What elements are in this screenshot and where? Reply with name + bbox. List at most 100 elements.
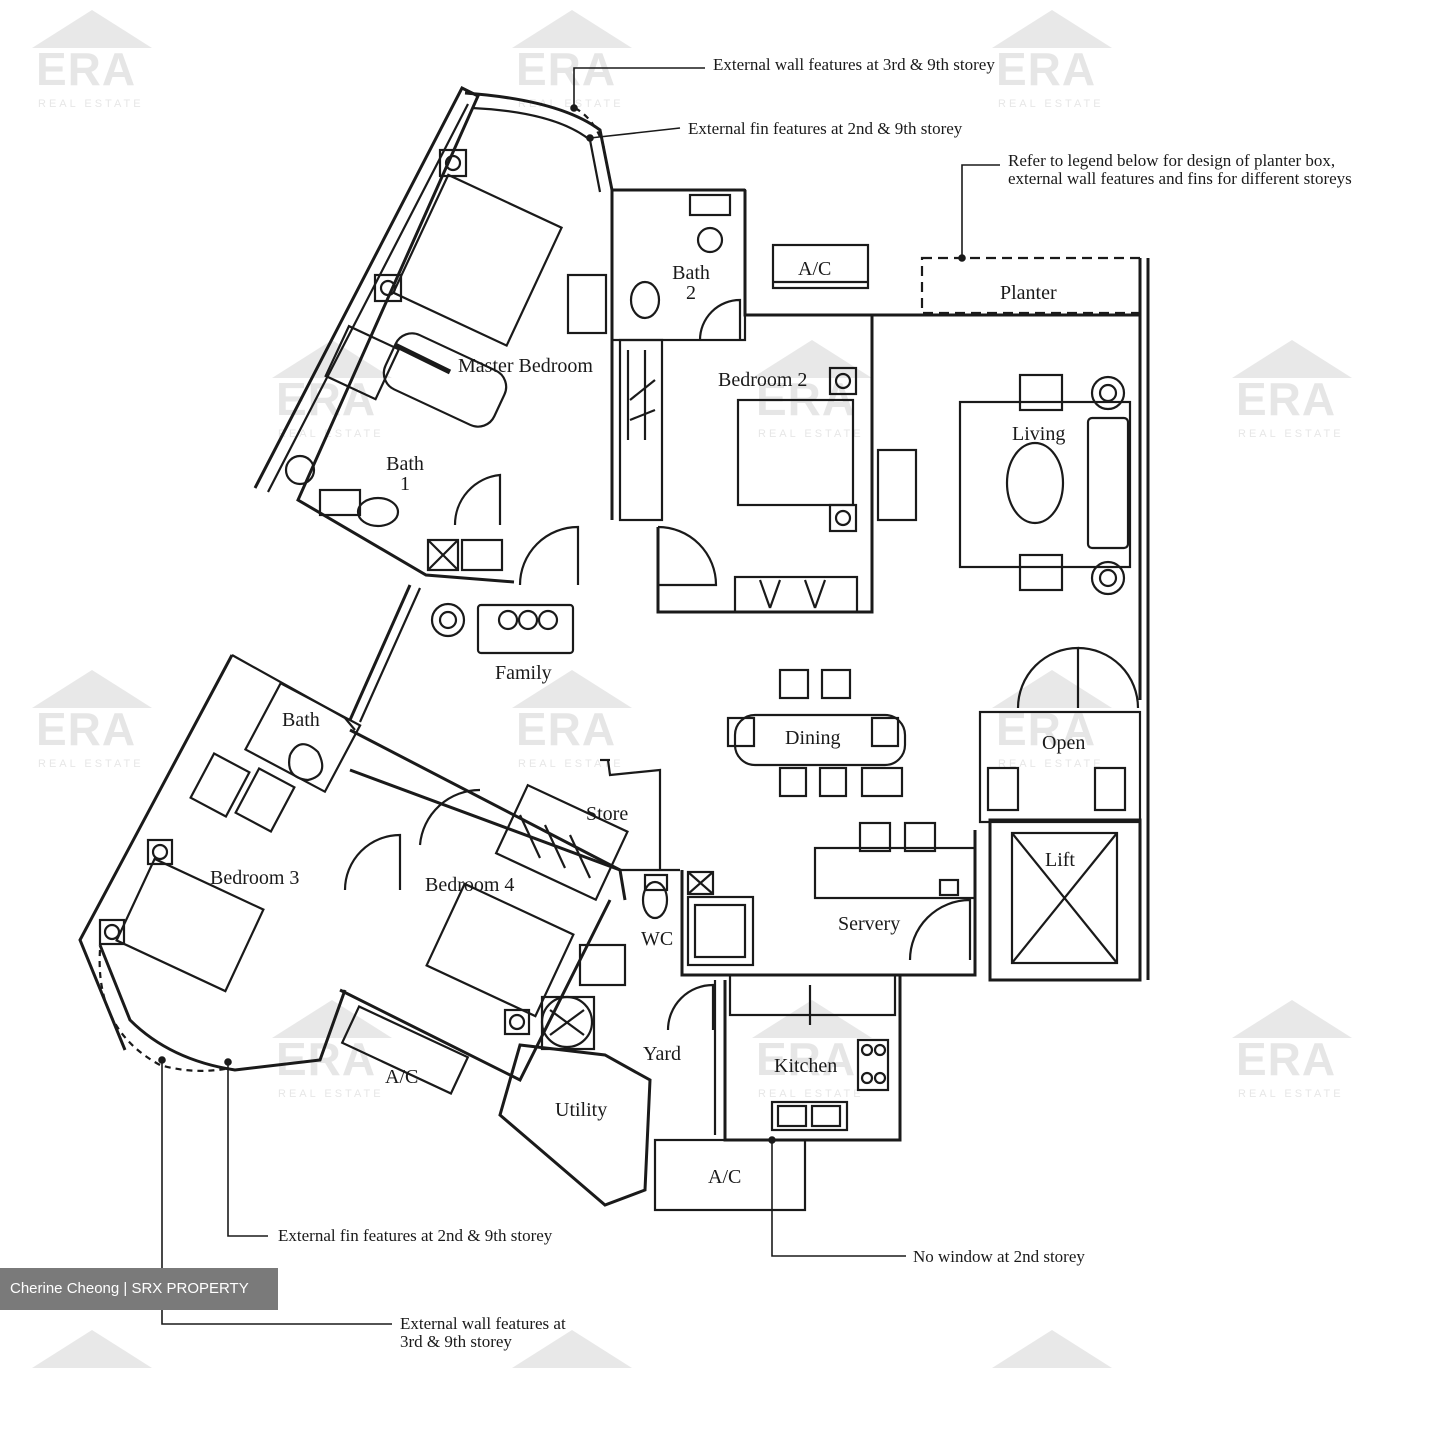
room-label-planter: Planter — [1000, 282, 1057, 304]
roof-icon — [512, 10, 632, 48]
roof-icon — [992, 1330, 1112, 1368]
era-watermark — [512, 1328, 632, 1438]
watermark-sub: REAL ESTATE — [38, 758, 144, 770]
sofa-icon — [476, 603, 575, 655]
kitchen — [653, 973, 902, 1212]
watermark-brand: ERA — [1236, 373, 1337, 425]
watermark-sub: REAL ESTATE — [518, 98, 624, 110]
bedroom-4 — [339, 768, 629, 1095]
room-label-bedroom-4: Bedroom 4 — [425, 874, 515, 896]
bath-1-line2: 1 — [400, 473, 410, 495]
roof-icon — [992, 10, 1112, 48]
open-lift — [978, 710, 1142, 982]
era-watermark — [32, 1328, 152, 1438]
credit-badge: Cherine Cheong | SRX PROPERTY — [0, 1268, 278, 1310]
roof-icon — [32, 10, 152, 48]
roof-icon — [272, 340, 392, 378]
bath-1-line1: Bath — [386, 453, 424, 475]
room-label-kitchen: Kitchen — [774, 1055, 838, 1077]
note-fin-features-bottom: External fin features at 2nd & 9th store… — [278, 1226, 553, 1245]
sofa-icon — [1086, 416, 1130, 550]
watermark-brand: ERA — [516, 43, 617, 95]
lamp-icon — [1090, 560, 1126, 596]
roof-icon — [32, 670, 152, 708]
watermark-sub: REAL ESTATE — [758, 428, 864, 440]
watermark-brand: ERA — [1236, 1033, 1337, 1085]
room-label-utility: Utility — [555, 1099, 608, 1121]
room-label-ac-left: A/C — [385, 1066, 419, 1088]
watermark-sub: REAL ESTATE — [278, 428, 384, 440]
room-label-lift: Lift — [1045, 849, 1075, 871]
era-watermark: ERA REAL ESTATE — [992, 8, 1112, 118]
note-wall-features-top: External wall features at 3rd & 9th stor… — [713, 55, 995, 74]
room-label-bedroom-3: Bedroom 3 — [210, 867, 300, 889]
watermark-sub: REAL ESTATE — [278, 1088, 384, 1100]
roof-icon — [32, 1330, 152, 1368]
room-label-servery: Servery — [838, 913, 901, 935]
note-wall-bottom-line2: 3rd & 9th storey — [400, 1331, 512, 1351]
watermark-sub: REAL ESTATE — [518, 758, 624, 770]
lamp-icon — [1090, 375, 1126, 411]
era-watermark: ERA REAL ESTATE — [32, 668, 152, 778]
toilet-icon — [696, 226, 724, 254]
room-label-open: Open — [1042, 732, 1086, 754]
watermark-sub: REAL ESTATE — [758, 1088, 864, 1100]
bath-3 — [189, 681, 621, 872]
roof-icon — [992, 670, 1112, 708]
armchair-icon — [1018, 553, 1064, 592]
room-label-wc: WC — [641, 928, 674, 950]
bedroom-3 — [78, 654, 402, 1072]
family-dining — [348, 584, 907, 798]
note-no-window: No window at 2nd storey — [913, 1247, 1085, 1266]
room-label-bedroom-2: Bedroom 2 — [718, 369, 808, 391]
bath-2 — [566, 188, 747, 342]
room-label-family: Family — [495, 662, 552, 684]
room-label-living: Living — [1012, 423, 1066, 445]
bath-2-line1: Bath — [672, 262, 710, 284]
era-watermark — [992, 1328, 1112, 1438]
note-legend: Refer to legend below for design of plan… — [1008, 152, 1352, 188]
watermark-sub: REAL ESTATE — [998, 98, 1104, 110]
room-label-store: Store — [586, 803, 629, 825]
watermark-sub: REAL ESTATE — [1238, 1088, 1344, 1100]
era-watermark: ERA REAL ESTATE — [1232, 338, 1352, 448]
room-label-dining: Dining — [785, 727, 841, 749]
room-label-master-bedroom: Master Bedroom — [458, 355, 593, 377]
annotation-leaders — [158, 67, 1000, 1325]
toilet-icon — [284, 454, 316, 486]
toilet-icon — [288, 743, 324, 782]
sink-icon — [770, 1100, 849, 1132]
roof-icon — [512, 1330, 632, 1368]
watermark-sub: REAL ESTATE — [38, 98, 144, 110]
room-label-yard: Yard — [643, 1043, 681, 1065]
coffee-table-icon — [1005, 441, 1065, 525]
era-watermark: ERA REAL ESTATE — [1232, 998, 1352, 1108]
watermark-brand: ERA — [996, 43, 1097, 95]
bath-2-line2: 2 — [686, 282, 696, 304]
era-watermark: ERA REAL ESTATE — [32, 8, 152, 118]
room-label-ac-bottom: A/C — [708, 1166, 742, 1188]
watermark-sub: REAL ESTATE — [1238, 428, 1344, 440]
dining-table-icon — [733, 713, 907, 767]
service-area — [498, 868, 715, 1207]
room-label-bath-3: Bath — [282, 709, 320, 731]
lamp-icon — [373, 273, 403, 303]
roof-icon — [752, 1000, 872, 1038]
watermark-brand: ERA — [36, 43, 137, 95]
roof-icon — [272, 1000, 392, 1038]
roof-icon — [512, 670, 632, 708]
watermark-brand: ERA — [756, 1033, 857, 1085]
lamp-icon — [430, 602, 466, 638]
note-legend-line2: external wall features and fins for diff… — [1008, 168, 1352, 188]
watermark-brand: ERA — [36, 703, 137, 755]
era-watermark: ERA REAL ESTATE — [512, 668, 632, 778]
watermark-brand: ERA — [516, 703, 617, 755]
room-label-ac-top: A/C — [798, 258, 832, 280]
note-fin-features-top: External fin features at 2nd & 9th store… — [688, 119, 963, 138]
note-wall-bottom-line1: External wall features at — [400, 1314, 566, 1333]
master-bedroom-wing — [253, 85, 745, 587]
note-legend-line1: Refer to legend below for design of plan… — [1008, 151, 1336, 170]
